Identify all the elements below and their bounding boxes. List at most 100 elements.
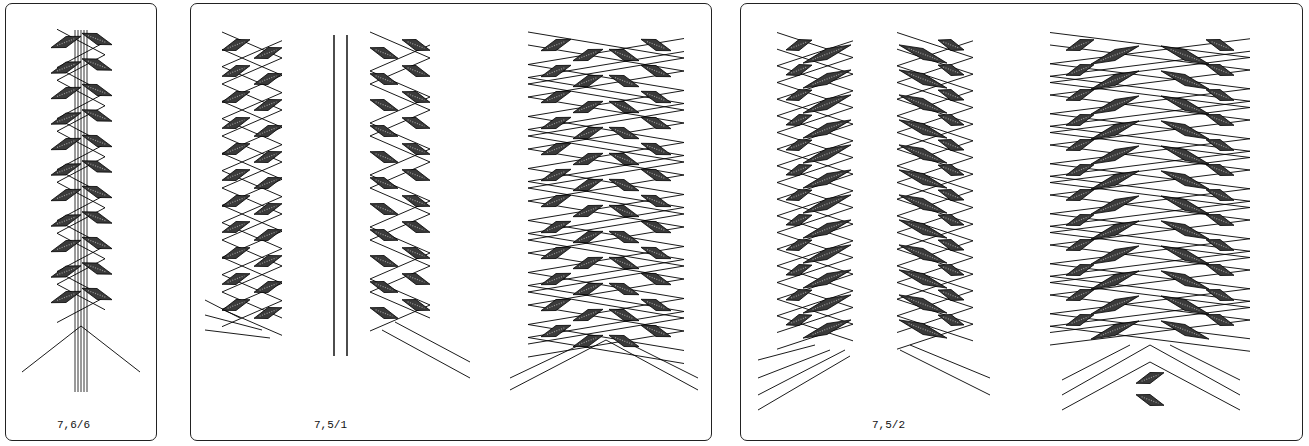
crossing-diamond — [1206, 40, 1234, 51]
diamond-hatch — [57, 39, 75, 46]
crossing-diamond — [82, 186, 112, 197]
diamond-hatch — [943, 142, 959, 148]
diamond-hatch — [1101, 175, 1130, 186]
crossing-diamond — [938, 40, 964, 51]
diamond-hatch — [228, 250, 245, 256]
diamond-hatch — [943, 267, 959, 273]
diamond-hatch — [376, 258, 393, 264]
diamond-hatch — [260, 206, 277, 212]
crossing-diamond — [541, 221, 571, 232]
braid-column — [22, 29, 140, 372]
crossing-diamond — [402, 118, 430, 129]
diamond-hatch — [1212, 317, 1229, 323]
diamond-hatch — [813, 224, 842, 235]
crossing-diamond — [786, 90, 812, 101]
crossing-diamond — [803, 145, 851, 163]
crossing-diamond — [573, 75, 603, 86]
diamond-hatch — [647, 146, 665, 153]
crossing-diamond — [786, 190, 812, 201]
diamond-hatch — [408, 224, 425, 230]
braid-column — [510, 32, 698, 390]
diamond-hatch — [1072, 42, 1089, 48]
diamond-hatch — [57, 115, 75, 122]
crossing-diamond — [803, 70, 851, 88]
crossing-diamond — [609, 127, 639, 138]
pattern-panel: 7,5/1 — [190, 3, 712, 441]
diamond-hatch — [408, 172, 425, 178]
crossing-diamond — [641, 91, 671, 102]
diamond-hatch — [57, 90, 75, 97]
diamond-hatch — [1171, 100, 1200, 111]
diamond-hatch — [547, 146, 565, 153]
diamond-hatch — [813, 149, 842, 160]
crossing-diamond — [254, 256, 282, 267]
diamond-hatch — [615, 208, 633, 215]
crossing-diamond — [82, 288, 112, 299]
diamond-hatch — [791, 67, 807, 73]
diamond-hatch — [1072, 192, 1089, 198]
diamond-hatch — [376, 310, 393, 316]
crossing-diamond — [938, 215, 964, 226]
crossing-diamond — [1161, 271, 1209, 289]
crossing-diamond — [803, 95, 851, 113]
diamond-hatch — [813, 299, 842, 310]
crossing-diamond — [786, 165, 812, 176]
diamond-hatch — [943, 42, 959, 48]
diamond-hatch — [813, 199, 842, 210]
diamond-hatch — [943, 117, 959, 123]
crossing-diamond — [641, 273, 671, 284]
crossing-diamond — [641, 221, 671, 232]
diamond-hatch — [647, 224, 665, 231]
crossing-diamond — [51, 164, 81, 175]
diamond-hatch — [1212, 117, 1229, 123]
crossing-diamond — [938, 265, 964, 276]
crossing-diamond — [573, 257, 603, 268]
diamond-hatch — [909, 74, 938, 85]
diamond-hatch — [1072, 292, 1089, 298]
diamond-hatch — [1212, 242, 1229, 248]
crossing-diamond — [899, 95, 947, 113]
diamond-hatch — [547, 224, 565, 231]
crossing-diamond — [938, 290, 964, 301]
pattern-panel: 7,5/2 — [740, 3, 1303, 441]
crossing-diamond — [1161, 221, 1209, 239]
diamond-hatch — [647, 120, 665, 127]
diamond-hatch — [813, 74, 842, 85]
crossing-diamond — [541, 39, 571, 50]
diamond-hatch — [615, 78, 633, 85]
diamond-hatch — [88, 112, 106, 119]
crossing-diamond — [222, 274, 250, 285]
diamond-hatch — [57, 166, 75, 173]
thread-line — [1062, 345, 1240, 395]
crossing-diamond — [786, 315, 812, 326]
diamond-hatch — [1072, 117, 1089, 123]
diamond-hatch — [1171, 75, 1200, 86]
crossing-diamond — [51, 62, 81, 73]
crossing-diamond — [254, 230, 282, 241]
crossing-diamond — [1206, 190, 1234, 201]
crossing-diamond — [1091, 146, 1139, 164]
diamond-hatch — [791, 242, 807, 248]
diamond-hatch — [228, 302, 245, 308]
thread-line — [382, 330, 470, 378]
crossing-diamond — [609, 231, 639, 242]
diamond-hatch — [1212, 92, 1229, 98]
diamond-hatch — [1101, 125, 1130, 136]
diamond-hatch — [228, 198, 245, 204]
diamond-hatch — [909, 249, 938, 260]
diamond-hatch — [376, 76, 393, 82]
crossing-diamond — [1091, 321, 1139, 339]
diamond-hatch — [813, 99, 842, 110]
crossing-diamond — [254, 152, 282, 163]
crossing-diamond — [1206, 240, 1234, 251]
crossing-diamond — [573, 335, 603, 346]
crossing-diamond — [402, 40, 430, 51]
crossing-diamond — [1206, 215, 1234, 226]
diamond-hatch — [791, 92, 807, 98]
diamond-hatch — [1072, 267, 1089, 273]
crossing-diamond — [899, 45, 947, 63]
crossing-diamond — [786, 290, 812, 301]
diamond-hatch — [260, 50, 277, 56]
crossing-diamond — [803, 45, 851, 63]
crossing-diamond — [938, 90, 964, 101]
